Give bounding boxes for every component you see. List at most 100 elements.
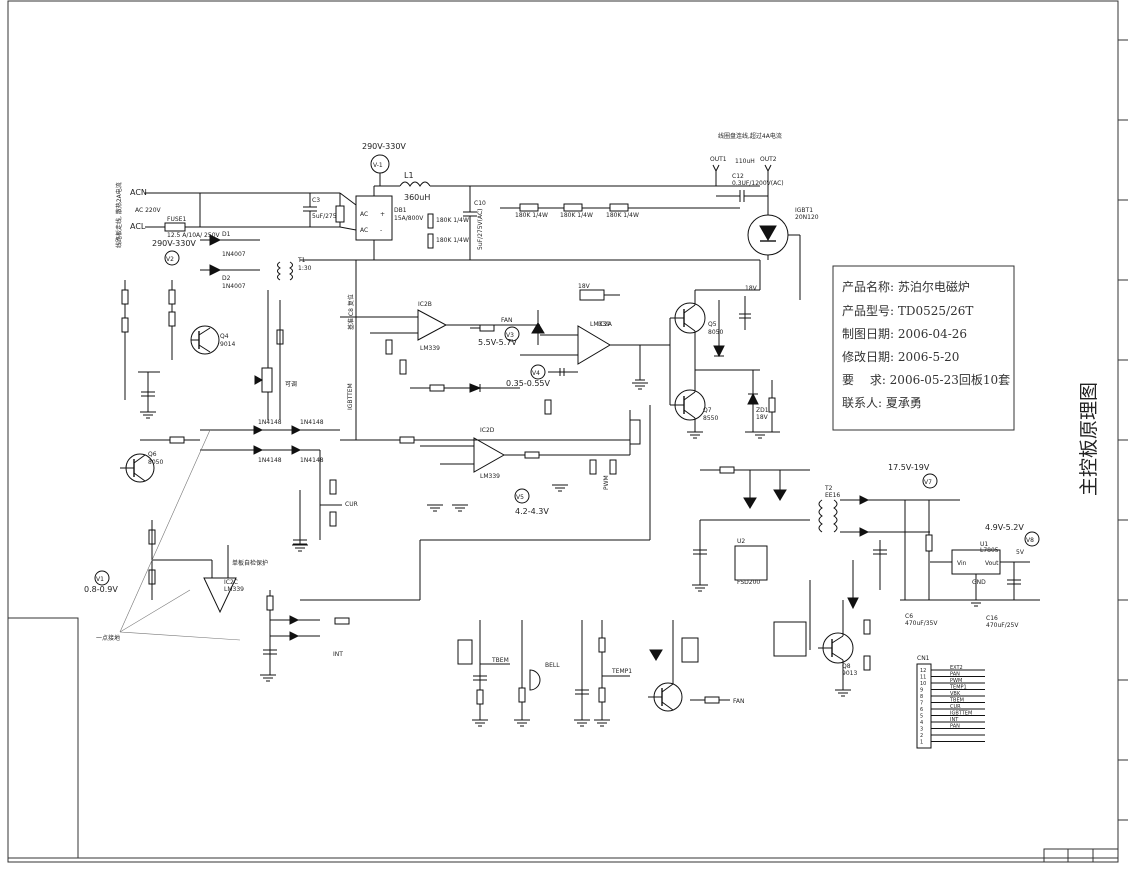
cn1-pin-name: PAN: [950, 672, 960, 678]
adj-label: 可调: [285, 380, 297, 388]
coil-value: 110uH: [735, 158, 755, 165]
vin-label: Vin: [957, 560, 967, 567]
q6-value: 8050: [148, 459, 163, 466]
c16-label: C16: [986, 615, 998, 622]
ic2b-value: LM339: [420, 345, 440, 352]
ic2a-label: IC2A: [598, 321, 613, 328]
q5-value: 8050: [708, 329, 723, 336]
op-amp-ic2b: [417, 309, 448, 341]
svg-text:+: +: [380, 211, 385, 218]
cn1-pin-number: 5: [920, 714, 923, 720]
sync-detect-section: 290V-330V V2 D1 D2 1N4007 1N4007 T1 1:30…: [121, 231, 312, 420]
op-amp-ic2a: [577, 325, 611, 365]
info-box: 产品名称: 苏泊尔电磁炉 产品型号: TD0525/26T 制图日期: 2006…: [832, 265, 1015, 431]
v4-tag: V4: [532, 370, 540, 377]
cn1-pin-number: 8: [920, 694, 923, 700]
fan-connector: [681, 637, 699, 663]
temp1-label: TEMP1: [611, 668, 632, 675]
v8-range: 4.9V-5.2V: [985, 523, 1024, 532]
q4-value: 9014: [220, 341, 235, 348]
bell-label: BELL: [545, 662, 560, 669]
cn1-pin-number: 6: [920, 707, 923, 713]
c6-label: C6: [905, 613, 913, 620]
vcc5-label: 5V: [1016, 549, 1025, 556]
cn1-pin-name: VBK: [950, 691, 961, 697]
ic2d-label: IC2D: [480, 427, 495, 434]
acl-label: ACL: [130, 222, 146, 231]
igbt-value: 20N120: [795, 214, 819, 221]
c16-value: 470uF/25V: [986, 622, 1019, 629]
bottom-circuits: TBEM BELL TEMP1 FAN FAN: [457, 317, 745, 720]
q7-label: Q7: [703, 407, 712, 414]
v5-probe: [514, 488, 530, 504]
drawn-date: 制图日期: 2006-04-26: [842, 327, 967, 341]
out1-label: OUT1: [710, 156, 727, 163]
igbt-label: IGBT1: [795, 207, 813, 214]
optocoupler-u3: [773, 621, 807, 657]
t2-value: EE16: [825, 492, 840, 499]
v3-range: 5.5V-5.7V: [478, 338, 517, 347]
op-amp-ic2d: [473, 437, 506, 473]
cn1-pin-name: INT: [950, 717, 959, 723]
transformer-t2: [818, 499, 823, 533]
v7-tag: V7: [924, 479, 932, 486]
ac-note: AC 220V: [135, 207, 162, 214]
out2-label: OUT2: [760, 156, 777, 163]
c6-value: 470uF/35V: [905, 620, 938, 627]
c10-value: 5uF/275V(AC): [477, 208, 484, 250]
v7-probe: [922, 473, 938, 489]
ground-symbols: [140, 382, 984, 727]
cn1-pin-name: CUR: [950, 704, 961, 710]
u2-value: FSD200: [737, 579, 760, 586]
svg-text:AC: AC: [360, 227, 368, 234]
svg-text:D2: D2: [222, 275, 231, 282]
cn1-pin-number: 7: [920, 701, 923, 707]
out-note: 线圈盘连线,超过4A电流: [718, 132, 782, 140]
v5-range: 4.2-4.3V: [515, 507, 549, 516]
q6-label: Q6: [148, 451, 157, 458]
v4-probe: [530, 364, 546, 380]
cn1-pin-name: TEMP1: [949, 685, 967, 691]
d-list-2: 1N4148: [258, 457, 282, 464]
r-chain-4: 180K 1/4W: [560, 212, 593, 219]
v2-range: 290V-330V: [152, 239, 196, 248]
ic2a-value: LM339: [590, 321, 610, 328]
cn1-pin-name: TBEM: [949, 698, 964, 704]
gnd-label: GND: [972, 579, 986, 586]
fuse: [164, 222, 186, 232]
cn1-pin-name: PAN: [950, 724, 960, 730]
fan-label: FAN: [733, 698, 745, 705]
v5-tag: V5: [516, 494, 524, 501]
op-amp-ic2c: [203, 577, 237, 614]
power-input-section: ACN ACL AC 220V 线路板走线, 散热2A电流 FUSE1 12.5…: [115, 142, 760, 261]
tbem-label: TBEM: [491, 657, 509, 664]
adjustable-pot: [261, 367, 273, 393]
v2-probe: [164, 250, 180, 266]
sync-note: 基准 C8 复位: [347, 294, 355, 330]
u1-value: L7805: [980, 547, 999, 554]
zd-label: ZD1: [756, 407, 769, 414]
zd-value: 18V: [756, 414, 769, 421]
ic2b-label: IC2B: [418, 301, 432, 308]
r-chain-1: 180K 1/4W: [436, 217, 469, 224]
ic2c-label: IC2C: [224, 579, 238, 586]
r-chain-2: 180K 1/4W: [436, 237, 469, 244]
one-ground-label: 一点接地: [96, 634, 120, 642]
product-name: 产品名称: 苏泊尔电磁炉: [842, 279, 970, 294]
cn1-pin-name: PWM: [950, 678, 962, 684]
ic2c-value: LM339: [224, 586, 244, 593]
ic-u2: [734, 545, 768, 581]
fuse-label: FUSE1: [167, 216, 186, 223]
contact: 联系人: 夏承勇: [842, 396, 922, 410]
d-list-3: 1N4148: [300, 419, 324, 426]
v1-range: 290V-330V: [362, 142, 406, 151]
d-list-4: 1N4148: [300, 457, 324, 464]
cn1-pin-number: 4: [920, 720, 923, 726]
cn1-pin-number: 12: [920, 668, 926, 674]
cn1-pin-number: 3: [920, 727, 923, 733]
ground-note: 单板自检保护: [232, 559, 268, 567]
int-label: INT: [333, 651, 343, 658]
protection-section: Q6 8050 1N4148 1N4148 1N4148 1N4148 CUR …: [84, 419, 358, 675]
